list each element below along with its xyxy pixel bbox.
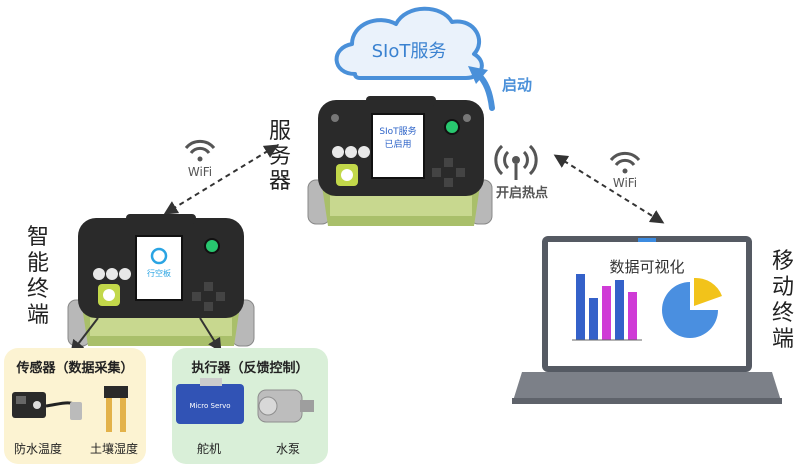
arrow-to-sensors — [70, 317, 99, 355]
actuator-item-pump: 水泵 — [276, 442, 300, 456]
sensor-group-title: 传感器（数据采集） — [15, 360, 133, 376]
mobile-terminal-char-4: 端 — [772, 327, 794, 352]
link-server-terminal — [163, 144, 279, 215]
server-label-char-1: 服 — [269, 119, 291, 144]
mobile-terminal-char-1: 移 — [772, 249, 794, 274]
terminal-board: 行空板 — [67, 214, 255, 347]
wifi-label-right: WiFi — [613, 176, 637, 190]
viz-bar-3 — [602, 286, 611, 340]
terminal-screen-logo: 行空板 — [147, 268, 171, 278]
sensor-item-soil: 土壤湿度 — [90, 441, 138, 456]
hotspot-label: 开启热点 — [496, 185, 548, 201]
viz-bar-1 — [576, 274, 585, 340]
viz-pie-blue — [662, 282, 718, 338]
viz-bar-5 — [628, 292, 637, 340]
smart-terminal-char-4: 端 — [27, 303, 49, 328]
smart-terminal-char-1: 智 — [27, 225, 49, 250]
sensor-group: 传感器（数据采集） 防水温度 土壤湿度 — [4, 348, 146, 464]
soil-sensor-module — [104, 386, 128, 398]
servo-icon — [176, 384, 244, 424]
server-label-char-3: 器 — [269, 169, 291, 194]
mobile-terminal-label: 移 动 终 端 — [772, 249, 794, 352]
laptop-title: 数据可视化 — [609, 258, 684, 276]
viz-bar-2 — [589, 298, 598, 340]
mobile-terminal-char-3: 终 — [772, 301, 794, 326]
viz-bar-4 — [615, 280, 624, 340]
servo-text: Micro Servo — [189, 402, 230, 410]
actuator-item-servo: 舵机 — [197, 441, 221, 456]
wifi-icon-right — [609, 151, 641, 174]
sensor-item-temp: 防水温度 — [14, 441, 62, 456]
laptop: 数据可视化 — [512, 236, 782, 404]
laptop-base — [512, 372, 782, 404]
smart-terminal-char-2: 能 — [27, 251, 49, 276]
wifi-icon-left — [184, 139, 216, 162]
link-server-mobile — [553, 154, 665, 224]
server-screen-line2: 已启用 — [384, 138, 411, 150]
actuator-group: 执行器（反馈控制） Micro Servo 舵机 水泵 — [172, 348, 328, 464]
siot-cloud: SIoT服务 — [334, 6, 484, 80]
mobile-terminal-char-2: 动 — [772, 275, 794, 300]
smart-terminal-label: 智 能 终 端 — [27, 225, 49, 328]
actuator-group-title: 执行器（反馈控制） — [191, 360, 308, 376]
hotspot-icon — [494, 144, 538, 180]
cloud-label: SIoT服务 — [372, 41, 447, 62]
start-label: 启动 — [502, 76, 532, 94]
arrow-to-actuators — [199, 317, 222, 353]
start-arrow — [468, 66, 495, 111]
smart-terminal-char-3: 终 — [27, 277, 49, 302]
server-label: 服 务 器 — [269, 119, 291, 194]
server-screen-line1: SIoT服务 — [379, 125, 416, 137]
wifi-label-left: WiFi — [188, 165, 212, 179]
viz-pie-yellow — [694, 277, 722, 306]
server-board: SIoT服务 已启用 — [307, 96, 493, 226]
